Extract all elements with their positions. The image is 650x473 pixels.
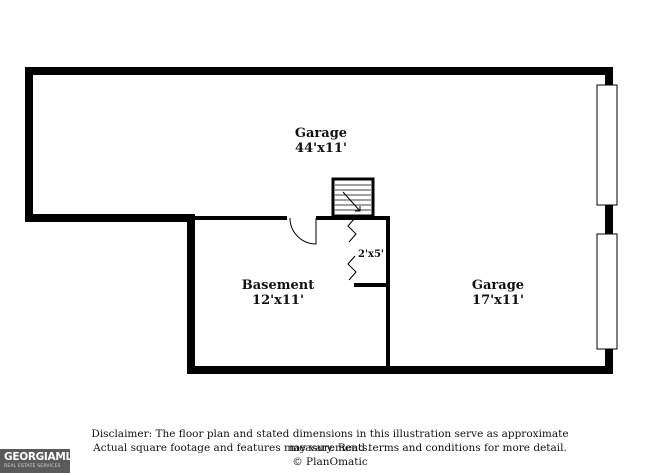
closet-door-lower xyxy=(347,255,357,281)
disclaimer-line-2: Actual square footage and features may v… xyxy=(93,442,567,468)
garage-lower-name: Garage xyxy=(472,278,524,293)
logo-brand-text: GEORGIAMLS xyxy=(4,451,80,463)
disclaimer-line-1: Disclaimer: The floor plan and stated di… xyxy=(91,428,569,454)
georgia-mls-logo: GEORGIAMLS REAL ESTATE SERVICES xyxy=(0,449,79,473)
exterior-wall xyxy=(25,67,613,374)
closet-dims: 2'x5' xyxy=(358,249,384,260)
garage-door-lower xyxy=(596,233,618,350)
garage-door-upper xyxy=(596,84,618,206)
logo-tagline: REAL ESTATE SERVICES xyxy=(4,464,61,469)
stair-direction-arrow-icon xyxy=(342,191,361,212)
garage-upper-name: Garage xyxy=(295,126,347,141)
stairwell xyxy=(331,177,375,218)
closet-door-upper xyxy=(347,217,357,243)
basement-dims: 12'x11' xyxy=(252,293,304,308)
stair-treads xyxy=(335,184,371,211)
basement-name: Basement xyxy=(242,278,314,293)
door-swing xyxy=(289,217,317,245)
garage-lower-dims: 17'x11' xyxy=(472,293,524,308)
garage-upper-dims: 44'x11' xyxy=(295,141,347,156)
